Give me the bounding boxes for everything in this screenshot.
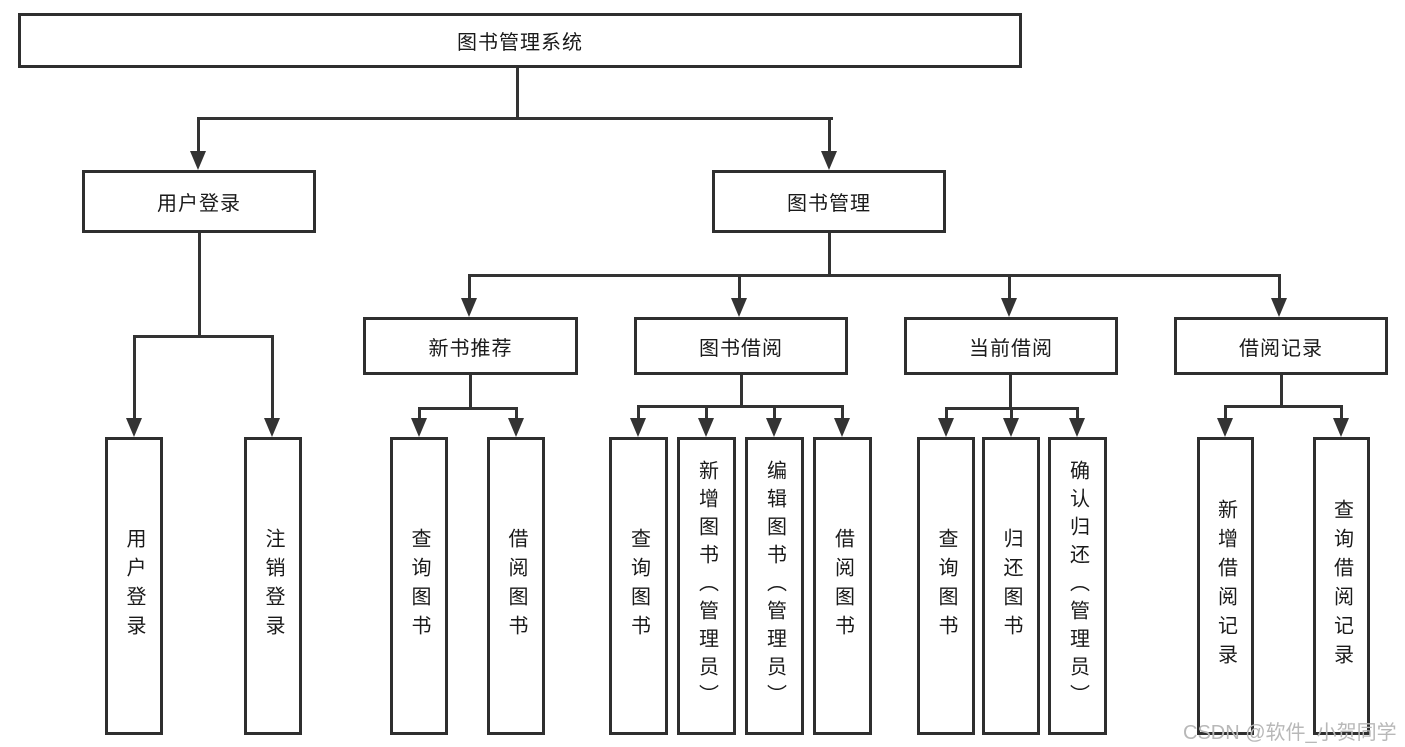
connector-line [132,335,274,338]
connector-line [739,375,743,408]
node-book-borrow: 图书借阅 [634,317,848,375]
leaf-user-login: 用户登录 [105,437,163,735]
connector-line [467,274,1281,277]
node-label: 确认归还（管理员） [1066,460,1089,712]
connector-line [196,117,833,120]
leaf-return-book: 归还图书 [982,437,1040,735]
node-label: 借阅记录 [1239,337,1323,360]
node-label: 查询图书 [408,528,430,644]
node-label: 归还图书 [1000,528,1022,644]
node-label: 查询图书 [627,528,650,644]
leaf-add-book-admin: 新增图书（管理员） [677,437,736,735]
node-label: 新书推荐 [428,337,513,360]
connector-line [468,375,472,410]
node-label: 当前借阅 [969,337,1053,360]
node-user-login: 用户登录 [82,170,316,233]
node-label: 新增借阅记录 [1214,499,1237,673]
node-label: 查询图书 [935,528,957,644]
node-label: 借阅图书 [505,528,527,644]
leaf-borrow-book: 借阅图书 [813,437,872,735]
node-label: 注销登录 [262,528,284,644]
node-label: 新增图书（管理员） [695,460,718,712]
connector-line [1008,375,1012,410]
connector-line [197,233,201,338]
leaf-query-book: 查询图书 [609,437,668,735]
node-root-library-system: 图书管理系统 [18,13,1022,68]
node-label: 借阅图书 [831,528,854,644]
connector-line [1223,405,1343,408]
node-new-book-recommend: 新书推荐 [363,317,578,375]
leaf-borrow-book: 借阅图书 [487,437,545,735]
connector-line [636,405,844,408]
node-label: 编辑图书（管理员） [763,460,786,712]
leaf-edit-book-admin: 编辑图书（管理员） [745,437,804,735]
watermark: CSDN @软件_小贺同学 [1183,722,1397,744]
connector-line [827,233,831,277]
node-current-borrow: 当前借阅 [904,317,1118,375]
leaf-logout: 注销登录 [244,437,302,735]
node-label: 用户登录 [123,528,145,644]
node-label: 图书管理 [787,193,871,215]
node-label: 用户登录 [157,193,241,215]
leaf-query-borrow-record: 查询借阅记录 [1313,437,1370,735]
leaf-query-book: 查询图书 [390,437,448,735]
node-label: 图书借阅 [699,337,783,360]
connector-line [1279,375,1283,408]
leaf-add-borrow-record: 新增借阅记录 [1197,437,1254,735]
node-book-management: 图书管理 [712,170,946,233]
connector-line [417,407,518,410]
leaf-confirm-return-admin: 确认归还（管理员） [1048,437,1107,735]
leaf-query-book: 查询图书 [917,437,975,735]
node-label: 查询借阅记录 [1330,499,1353,673]
node-borrow-record: 借阅记录 [1174,317,1388,375]
node-label: 图书管理系统 [457,32,583,54]
connector-line [515,68,519,119]
